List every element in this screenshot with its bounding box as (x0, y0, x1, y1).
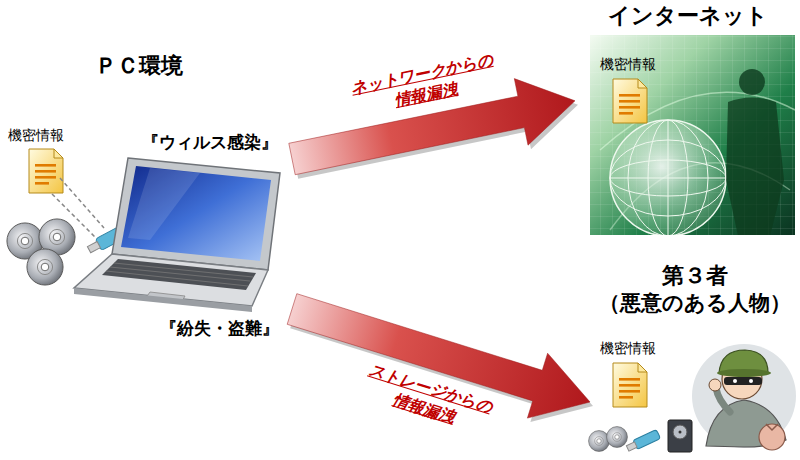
section-heading: ＰＣ環境 (95, 52, 183, 80)
threat-label: 『ウィルス感染』 (142, 132, 278, 153)
storage-media (589, 420, 692, 453)
document-label: 機密情報 (600, 340, 656, 358)
laptop (74, 158, 280, 312)
section-heading: 第３者 (590, 262, 800, 290)
document-label: 機密情報 (600, 56, 656, 74)
document-icon (29, 149, 63, 193)
internet-area: インターネット機密情報 (575, 0, 800, 240)
section-subheading: （悪意のある人物） (590, 290, 800, 316)
document-label: 機密情報 (8, 127, 64, 145)
section-heading: インターネット (575, 2, 800, 30)
edge-label: ネットワークからの 情報漏洩 (346, 49, 502, 120)
pc-environment: ＰＣ環境機密情報 『ウィルス感染』『紛失・盗難』 (0, 45, 292, 345)
thief-figure (692, 344, 796, 450)
third-party-area: 第３者（悪意のある人物） 機密情報 (590, 258, 800, 458)
threat-label: 『紛失・盗難』 (160, 318, 279, 339)
edge-label: ストレージからの 情報漏洩 (357, 360, 498, 440)
internet-image (590, 35, 795, 235)
